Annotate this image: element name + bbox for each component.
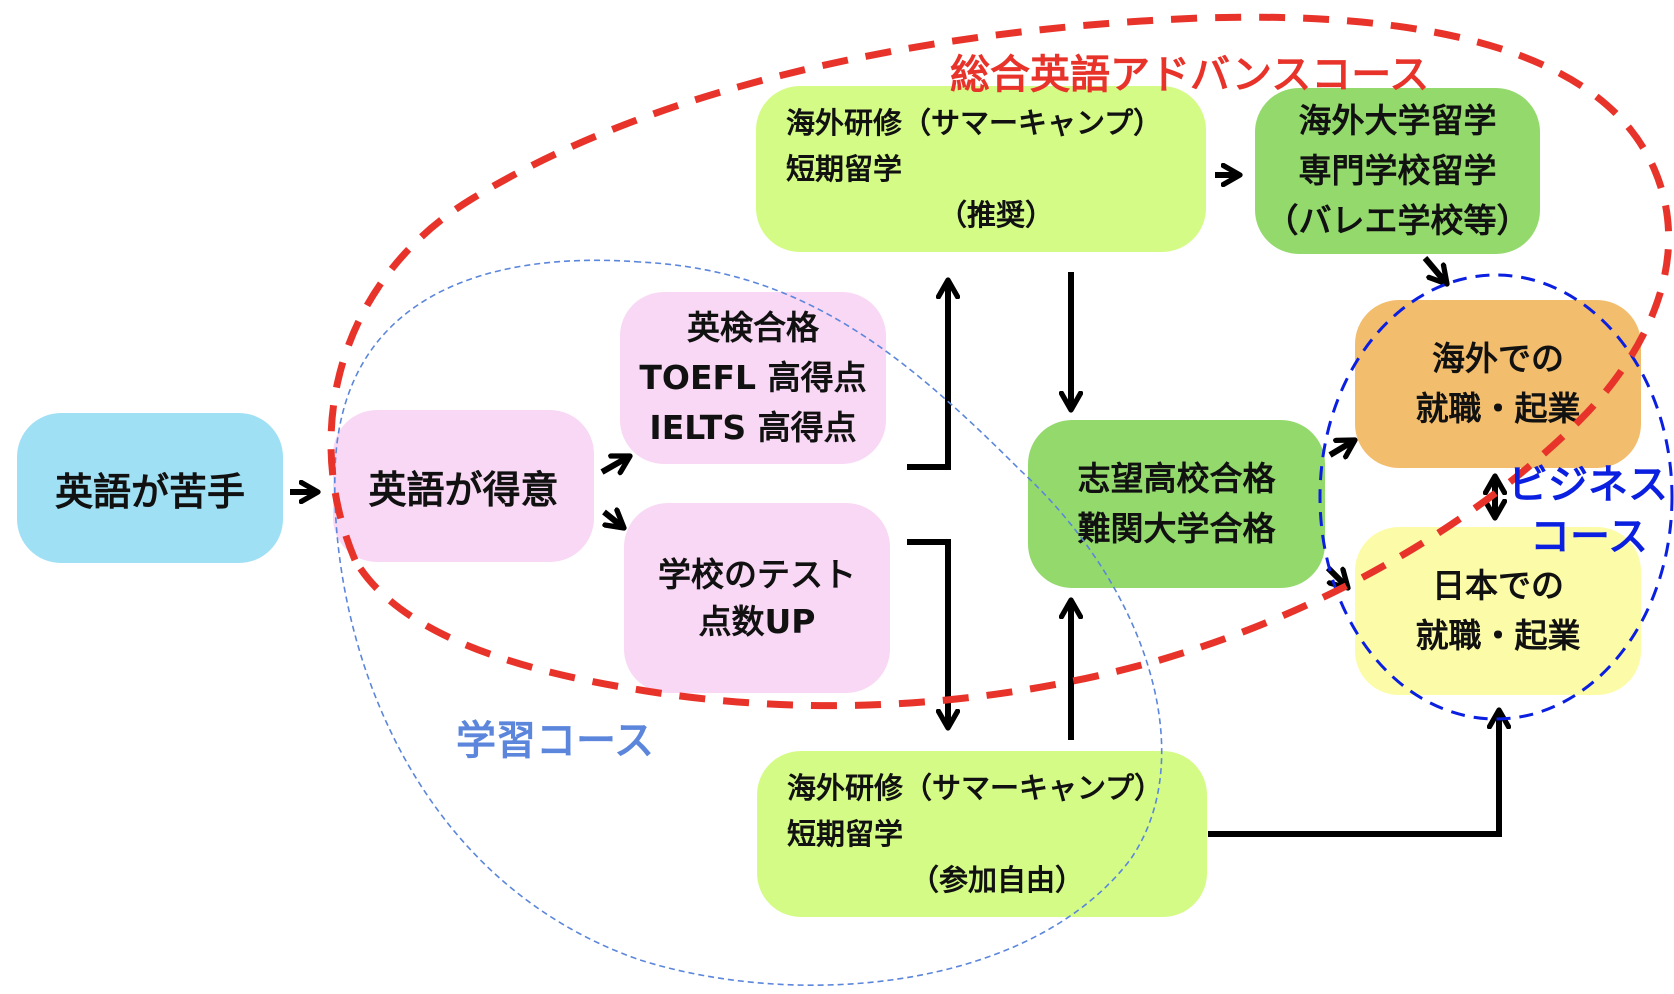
node-text: 就職・起業 (1415, 389, 1581, 428)
node-summer-recommended: 海外研修（サマーキャンプ） 短期留学 （推奨） (756, 86, 1206, 252)
node-text: IELTS 高得点 (649, 408, 857, 447)
node-text: 学校のテスト (658, 555, 856, 594)
node-text: 海外での (1432, 339, 1564, 378)
node-text: （推奨） (937, 198, 1054, 232)
node-english-weak: 英語が苦手 (17, 413, 283, 563)
node-work-overseas: 海外での 就職・起業 (1355, 300, 1641, 468)
node-test-scores: 英検合格 TOEFL 高得点 IELTS 高得点 (620, 292, 886, 464)
node-school-test: 学校のテスト 点数UP (624, 503, 890, 693)
node-text: TOEFL 高得点 (639, 358, 867, 397)
arrow-exam-to-work-overseas (1328, 440, 1355, 455)
node-text: （参加自由） (909, 863, 1084, 897)
node-text: 日本での (1432, 566, 1564, 605)
arrow-school-test-to-summer-optional (907, 539, 948, 728)
node-summer-optional: 海外研修（サマーキャンプ） 短期留学 （参加自由） (757, 751, 1207, 917)
business-course-label-line1: ビジネス (1508, 462, 1668, 508)
arrow-overseas-study-to-work-overseas (1422, 256, 1447, 284)
node-text: 海外研修（サマーキャンプ） (786, 106, 1163, 140)
node-text: 海外大学留学 (1298, 101, 1497, 140)
arrow-summer-optional-to-work-japan (1208, 710, 1499, 837)
arrow-strong-to-test-scores (600, 456, 630, 472)
arrow-strong-to-school-test (602, 512, 624, 528)
node-english-strong: 英語が得意 (333, 410, 594, 562)
node-text: （バレエ学校等） (1265, 201, 1530, 240)
arrow-exam-to-work-japan (1325, 565, 1348, 588)
arrow-test-scores-to-summer-recommended (907, 280, 948, 470)
node-exam-pass: 志望高校合格 難関大学合格 (1028, 420, 1325, 588)
business-course-label-line2: コース (1530, 514, 1648, 560)
node-text: 就職・起業 (1415, 616, 1581, 655)
node-text: 海外研修（サマーキャンプ） (787, 771, 1164, 805)
study-course-label: 学習コース (456, 718, 654, 764)
node-text: 点数UP (698, 602, 816, 641)
node-text: 英語が苦手 (54, 469, 245, 514)
node-text: 志望高校合格 (1077, 459, 1276, 498)
node-text: 短期留学 (786, 152, 903, 186)
node-text: 難関大学合格 (1077, 509, 1276, 548)
node-text: 専門学校留学 (1298, 151, 1497, 190)
advance-course-label: 総合英語アドバンスコース (950, 52, 1430, 98)
node-overseas-study: 海外大学留学 専門学校留学 （バレエ学校等） (1255, 88, 1540, 254)
node-text: 短期留学 (787, 817, 904, 851)
node-text: 英語が得意 (368, 467, 559, 512)
node-text: 英検合格 (687, 308, 819, 347)
